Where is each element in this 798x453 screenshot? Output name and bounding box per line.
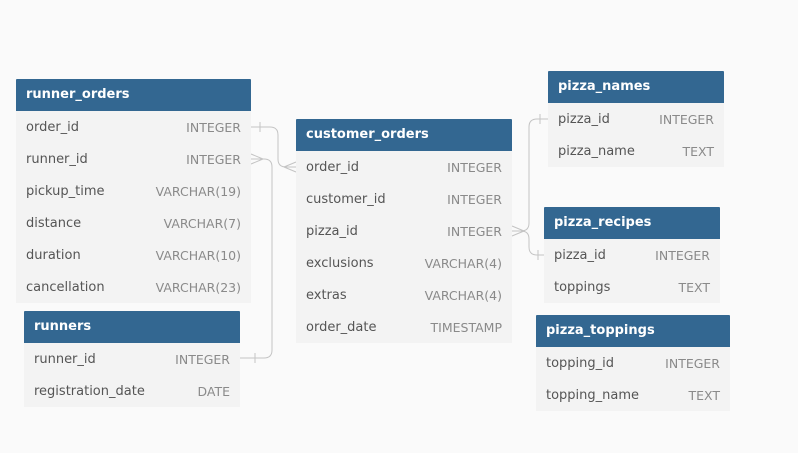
table-row[interactable]: pizza_id INTEGER (296, 215, 512, 247)
column-name: customer_id (306, 191, 386, 207)
column-name: pickup_time (26, 183, 105, 199)
link-pizza-recipes (512, 230, 544, 256)
column-type: INTEGER (665, 355, 720, 371)
table-header[interactable]: pizza_recipes (544, 207, 720, 239)
column-name: order_id (306, 159, 360, 175)
table-header[interactable]: customer_orders (296, 119, 512, 151)
column-type: INTEGER (186, 119, 241, 135)
column-type: INTEGER (659, 111, 714, 127)
table-row[interactable]: pickup_time VARCHAR(19) (16, 175, 251, 207)
column-type: INTEGER (447, 191, 502, 207)
column-type: TIMESTAMP (430, 319, 502, 335)
column-type: INTEGER (175, 351, 230, 367)
link-pizza-id-many-mark (511, 225, 525, 237)
table-header[interactable]: runners (24, 311, 240, 343)
table-row[interactable]: cancellation VARCHAR(23) (16, 271, 251, 303)
column-name: pizza_id (558, 111, 610, 127)
column-type: TEXT (678, 279, 710, 295)
column-type: INTEGER (655, 247, 710, 263)
column-type: TEXT (682, 143, 714, 159)
link-runner-id-many-mark (250, 153, 264, 165)
link-order-id-many-mark (283, 161, 297, 173)
table-row[interactable]: order_date TIMESTAMP (296, 311, 512, 343)
link-pizza-names (512, 118, 548, 232)
column-type: VARCHAR(7) (163, 215, 241, 231)
column-type: VARCHAR(10) (155, 247, 241, 263)
table-pizza-toppings[interactable]: pizza_toppings topping_id INTEGER topping… (536, 315, 730, 411)
column-name: runner_id (26, 151, 88, 167)
column-name: registration_date (34, 383, 145, 399)
table-row[interactable]: extras VARCHAR(4) (296, 279, 512, 311)
column-type: VARCHAR(23) (155, 279, 241, 295)
table-row[interactable]: exclusions VARCHAR(4) (296, 247, 512, 279)
table-row[interactable]: order_id INTEGER (296, 151, 512, 183)
column-name: order_id (26, 119, 80, 135)
column-name: cancellation (26, 279, 105, 295)
table-row[interactable]: duration VARCHAR(10) (16, 239, 251, 271)
column-name: duration (26, 247, 81, 263)
column-name: pizza_id (554, 247, 606, 263)
table-pizza-recipes[interactable]: pizza_recipes pizza_id INTEGER toppings TE… (544, 207, 720, 303)
table-row[interactable]: pizza_name TEXT (548, 135, 724, 167)
column-type: VARCHAR(4) (424, 287, 502, 303)
column-name: extras (306, 287, 347, 303)
column-name: pizza_name (558, 143, 635, 159)
table-runners[interactable]: runners runner_id INTEGER registration_da… (24, 311, 240, 407)
column-name: topping_id (546, 355, 615, 371)
table-pizza-names[interactable]: pizza_names pizza_id INTEGER pizza_name TE… (548, 71, 724, 167)
table-header[interactable]: pizza_names (548, 71, 724, 103)
table-row[interactable]: registration_date DATE (24, 375, 240, 407)
column-type: DATE (197, 383, 230, 399)
column-name: exclusions (306, 255, 374, 271)
table-row[interactable]: pizza_id INTEGER (544, 239, 720, 271)
table-row[interactable]: topping_name TEXT (536, 379, 730, 411)
table-row[interactable]: toppings TEXT (544, 271, 720, 303)
column-name: toppings (554, 279, 611, 295)
column-type: TEXT (688, 387, 720, 403)
table-row[interactable]: distance VARCHAR(7) (16, 207, 251, 239)
table-header[interactable]: runner_orders (16, 79, 251, 111)
column-name: pizza_id (306, 223, 358, 239)
table-row[interactable]: runner_id INTEGER (16, 143, 251, 175)
column-type: INTEGER (447, 223, 502, 239)
column-type: INTEGER (447, 159, 502, 175)
column-type: INTEGER (186, 151, 241, 167)
column-name: runner_id (34, 351, 96, 367)
link-runner-id (240, 158, 273, 359)
table-row[interactable]: order_id INTEGER (16, 111, 251, 143)
table-row[interactable]: pizza_id INTEGER (548, 103, 724, 135)
column-name: topping_name (546, 387, 640, 403)
column-name: distance (26, 215, 82, 231)
column-name: order_date (306, 319, 377, 335)
link-order-id (251, 126, 296, 168)
table-row[interactable]: runner_id INTEGER (24, 343, 240, 375)
table-header[interactable]: pizza_toppings (536, 315, 730, 347)
column-type: VARCHAR(4) (424, 255, 502, 271)
table-row[interactable]: customer_id INTEGER (296, 183, 512, 215)
column-type: VARCHAR(19) (155, 183, 241, 199)
table-row[interactable]: topping_id INTEGER (536, 347, 730, 379)
